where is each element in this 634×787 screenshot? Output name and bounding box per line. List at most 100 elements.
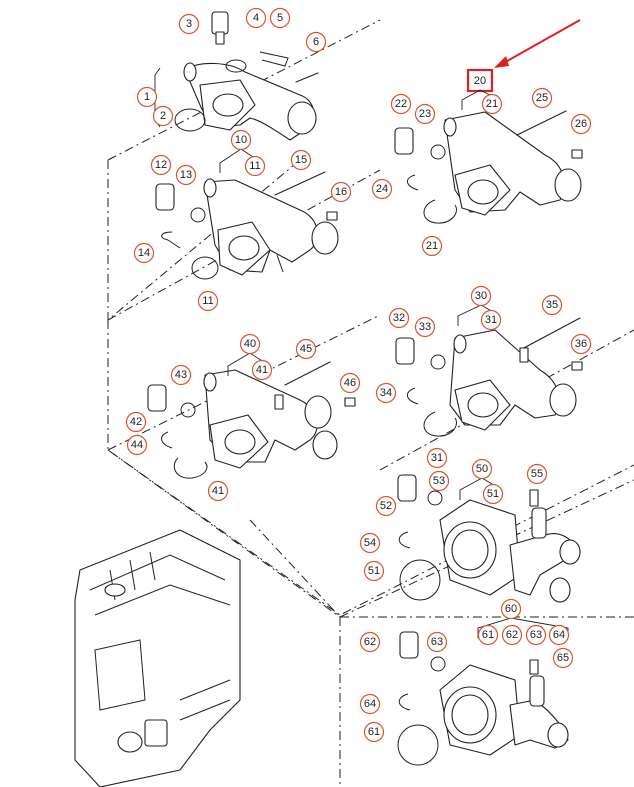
callout-label: 34: [380, 387, 392, 399]
callout-11[interactable]: 11: [197, 290, 219, 312]
callout-14[interactable]: 14: [133, 242, 155, 264]
callout-label: 64: [553, 629, 565, 641]
callout-62[interactable]: 62: [501, 624, 523, 646]
callout-16[interactable]: 16: [330, 181, 352, 203]
callout-41[interactable]: 41: [251, 359, 273, 381]
callout-1[interactable]: 1: [136, 86, 158, 108]
callout-45[interactable]: 45: [295, 338, 317, 360]
callout-23[interactable]: 23: [414, 103, 436, 125]
callout-4[interactable]: 4: [245, 7, 267, 29]
callout-label: 61: [482, 629, 494, 641]
callout-13[interactable]: 13: [175, 164, 197, 186]
callout-label: 63: [530, 629, 542, 641]
callout-36[interactable]: 36: [570, 333, 592, 355]
callout-61[interactable]: 61: [477, 624, 499, 646]
housing-group-3: [394, 110, 583, 224]
housing-group-7: [397, 631, 569, 766]
callout-60[interactable]: 60: [500, 598, 522, 620]
callout-50[interactable]: 50: [471, 458, 493, 480]
callout-label: 4: [253, 12, 259, 24]
callout-label: 23: [419, 108, 431, 120]
callout-label: 45: [300, 343, 312, 355]
callout-label: 31: [485, 314, 497, 326]
callout-label: 6: [313, 36, 319, 48]
callout-label: 30: [475, 290, 487, 302]
callout-25[interactable]: 25: [531, 87, 553, 109]
callout-26[interactable]: 26: [570, 113, 592, 135]
callout-51[interactable]: 51: [482, 483, 504, 505]
callout-63[interactable]: 63: [426, 631, 448, 653]
callout-43[interactable]: 43: [170, 364, 192, 386]
callout-62[interactable]: 62: [359, 631, 381, 653]
callout-label: 24: [376, 183, 388, 195]
callout-label: 54: [364, 537, 376, 549]
callout-61[interactable]: 61: [363, 721, 385, 743]
callout-label: 64: [364, 698, 376, 710]
callout-2[interactable]: 2: [152, 105, 174, 127]
callout-46[interactable]: 46: [339, 372, 361, 394]
housing-group-1: [154, 11, 319, 141]
callout-65[interactable]: 65: [552, 647, 574, 669]
callout-15[interactable]: 15: [290, 149, 312, 171]
callout-53[interactable]: 53: [428, 470, 450, 492]
callout-22[interactable]: 22: [390, 93, 412, 115]
callout-51[interactable]: 51: [363, 560, 385, 582]
callout-6[interactable]: 6: [305, 31, 327, 53]
callout-31[interactable]: 31: [426, 447, 448, 469]
callout-label: 31: [431, 452, 443, 464]
callout-label: 36: [575, 338, 587, 350]
callout-label: 40: [244, 338, 256, 350]
callout-12[interactable]: 12: [150, 154, 172, 176]
callout-label: 51: [368, 565, 380, 577]
callout-35[interactable]: 35: [541, 294, 563, 316]
callout-label: 44: [131, 439, 143, 451]
callout-63[interactable]: 63: [525, 624, 547, 646]
callout-label: 33: [419, 321, 431, 333]
red-pointer-arrow: [494, 19, 581, 68]
callout-label: 12: [155, 159, 167, 171]
callout-5[interactable]: 5: [269, 7, 291, 29]
callout-label: 21: [426, 240, 438, 252]
callout-label: 61: [368, 726, 380, 738]
callout-21[interactable]: 21: [421, 235, 443, 257]
callout-label: 43: [175, 369, 187, 381]
callout-label: 11: [202, 295, 213, 307]
callout-24[interactable]: 24: [371, 178, 393, 200]
callout-11[interactable]: 11: [244, 155, 266, 177]
callout-44[interactable]: 44: [126, 434, 148, 456]
callout-32[interactable]: 32: [388, 307, 410, 329]
callout-label: 16: [335, 186, 347, 198]
callout-33[interactable]: 33: [414, 316, 436, 338]
housing-group-6: [397, 474, 581, 603]
callout-label: 62: [364, 636, 376, 648]
callout-label: 42: [130, 416, 142, 428]
callout-label: 53: [433, 475, 445, 487]
callout-55[interactable]: 55: [526, 463, 548, 485]
callout-41[interactable]: 41: [207, 480, 229, 502]
callout-label: 14: [138, 247, 150, 259]
callout-label: 5: [277, 12, 283, 24]
callout-label: 65: [557, 652, 569, 664]
callout-21[interactable]: 21: [481, 93, 503, 115]
callout-42[interactable]: 42: [125, 411, 147, 433]
callout-label: 41: [256, 364, 268, 376]
callout-30[interactable]: 30: [470, 285, 492, 307]
callout-34[interactable]: 34: [375, 382, 397, 404]
callout-31[interactable]: 31: [480, 309, 502, 331]
callout-label: 46: [344, 377, 356, 389]
callout-40[interactable]: 40: [239, 333, 261, 355]
callout-3[interactable]: 3: [178, 13, 200, 35]
callout-64[interactable]: 64: [548, 624, 570, 646]
callout-label: 32: [393, 312, 405, 324]
highlight-20[interactable]: 20: [466, 68, 494, 93]
callout-label: 62: [506, 629, 518, 641]
callout-54[interactable]: 54: [359, 532, 381, 554]
callout-10[interactable]: 10: [230, 129, 252, 151]
callout-64[interactable]: 64: [359, 693, 381, 715]
callout-52[interactable]: 52: [375, 495, 397, 517]
callout-label: 11: [249, 160, 260, 172]
callout-label: 2: [160, 110, 166, 122]
callout-label: 52: [380, 500, 392, 512]
